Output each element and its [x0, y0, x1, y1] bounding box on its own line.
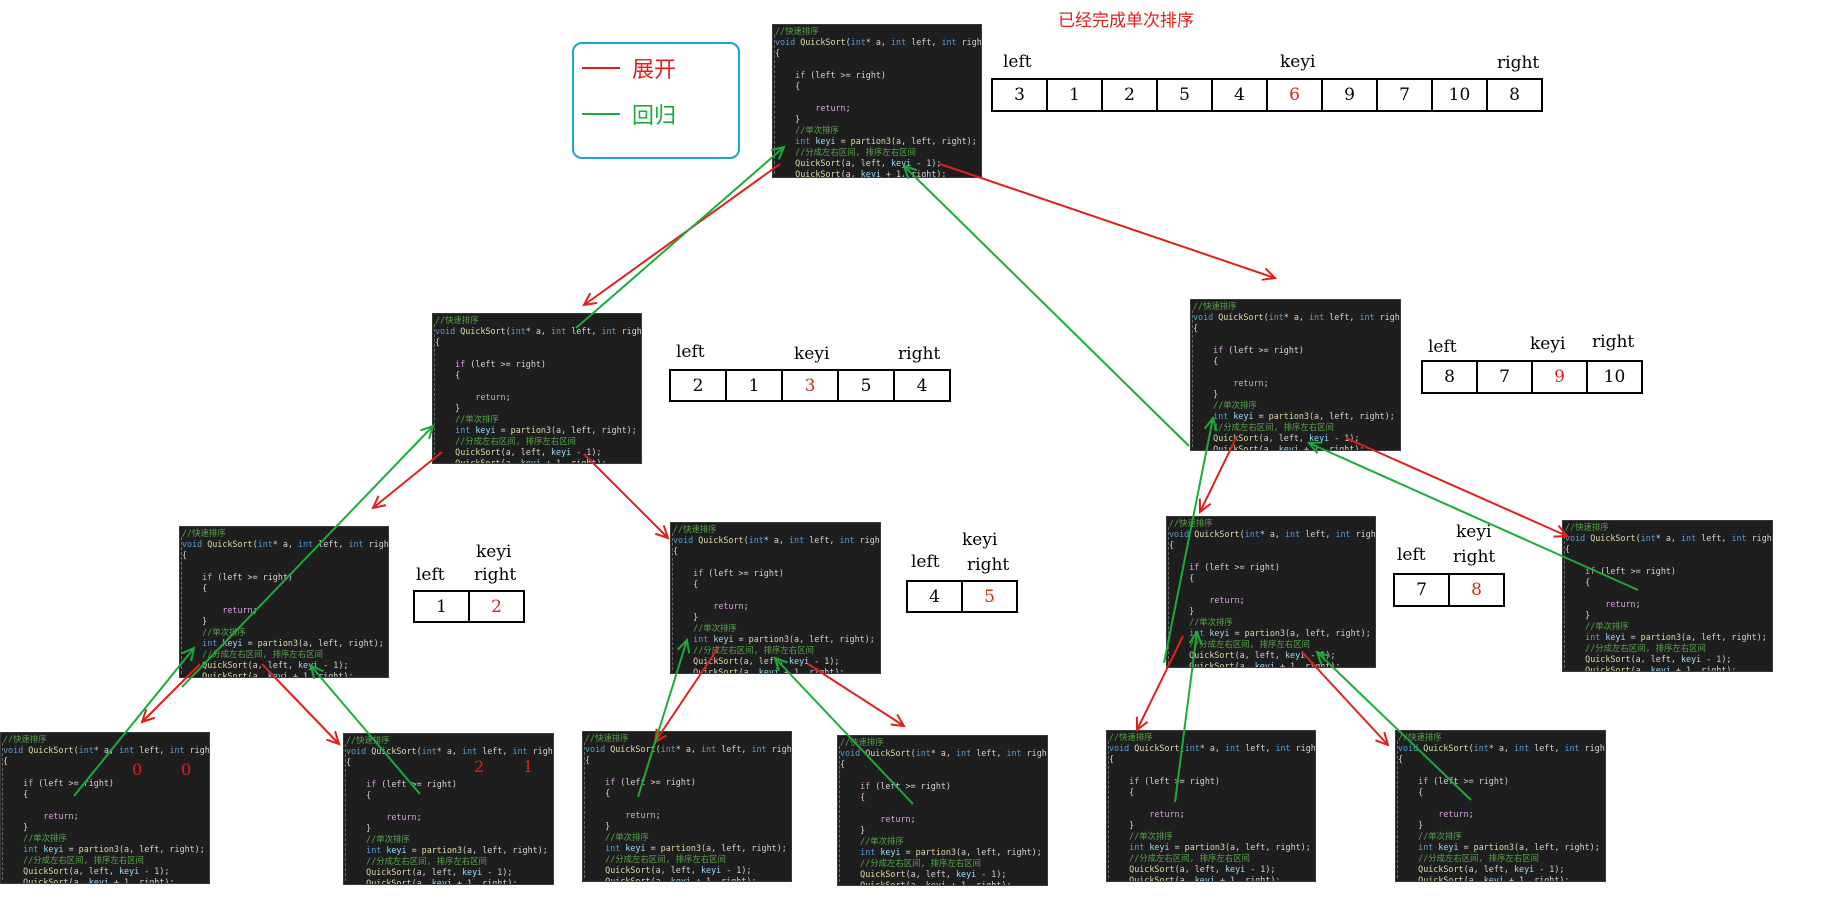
legend-return-label: 回归	[632, 104, 677, 129]
expand-arrow	[373, 451, 443, 508]
code-block-right: //快速排序 void QuickSort(int* a, int left, …	[1190, 299, 1401, 451]
array-cell-pivot: 9	[1531, 360, 1588, 394]
expand-arrow	[1200, 437, 1237, 512]
array-cell: 4	[906, 580, 963, 613]
array-cell: 7	[1393, 573, 1450, 607]
return-arrow	[1317, 652, 1472, 801]
code-block-leaf-2: //快速排序 void QuickSort(int* a, int left, …	[343, 733, 554, 885]
array-cell: 2	[1101, 78, 1158, 112]
ll-right-label: right	[474, 565, 517, 585]
ll-left-label: left	[416, 565, 445, 585]
return-arrow	[637, 640, 687, 798]
return-arrow	[73, 648, 194, 797]
legend-expand-line	[582, 67, 620, 69]
left-sub-array: 2 1 3 5 4	[669, 369, 951, 402]
expand-arrow	[1301, 651, 1388, 745]
leaf1-left-value: 0	[132, 760, 143, 779]
array-cell: 2	[669, 369, 727, 402]
array-cell: 5	[837, 369, 895, 402]
lr-left-label: left	[911, 552, 940, 572]
right-sub-left-label: left	[1428, 337, 1457, 357]
return-arrow	[181, 426, 433, 688]
array-cell-pivot: 3	[781, 369, 839, 402]
return-arrow	[1309, 443, 1639, 591]
array-cell: 1	[413, 590, 470, 623]
left-sub-keyi-label: keyi	[794, 344, 830, 364]
root-keyi-label: keyi	[1280, 52, 1316, 72]
expand-arrow	[261, 663, 339, 744]
expand-arrow	[1345, 437, 1567, 536]
code-block-right-left: //快速排序 void QuickSort(int* a, int left, …	[1166, 516, 1376, 668]
code-block-left: //快速排序 void QuickSort(int* a, int left, …	[432, 313, 642, 464]
return-arrow	[311, 666, 421, 795]
array-cell-pivot: 2	[468, 590, 525, 623]
array-cell-pivot: 5	[961, 580, 1018, 613]
return-arrow	[904, 166, 1190, 447]
rl-array: 7 8	[1393, 573, 1505, 607]
array-cell: 1	[1046, 78, 1103, 112]
array-cell: 8	[1421, 360, 1478, 394]
array-cell: 1	[725, 369, 783, 402]
rl-keyi-label: keyi	[1456, 522, 1492, 542]
array-cell: 10	[1586, 360, 1643, 394]
code-block-leaf-5: //快速排序 void QuickSort(int* a, int left, …	[1106, 730, 1316, 882]
right-sub-keyi-label: keyi	[1530, 334, 1566, 354]
rl-left-label: left	[1397, 545, 1426, 565]
lr-array: 4 5	[906, 580, 1018, 613]
root-left-label: left	[1003, 52, 1032, 72]
code-block-right-right: //快速排序 void QuickSort(int* a, int left, …	[1562, 520, 1773, 672]
array-cell: 5	[1156, 78, 1213, 112]
array-cell: 7	[1476, 360, 1533, 394]
array-cell: 3	[991, 78, 1048, 112]
leaf2-right-value: 1	[523, 757, 534, 776]
ll-array: 1 2	[413, 590, 525, 623]
array-cell: 9	[1321, 78, 1378, 112]
left-sub-right-label: right	[898, 344, 941, 364]
return-arrow	[1163, 418, 1213, 664]
return-arrow	[1174, 632, 1197, 803]
code-block-leaf-1: //快速排序 void QuickSort(int* a, int left, …	[0, 732, 210, 884]
expand-arrow	[1137, 635, 1184, 730]
root-right-label: right	[1497, 53, 1540, 73]
expand-arrow	[939, 163, 1275, 278]
expand-arrow	[807, 663, 904, 726]
expand-arrow	[142, 663, 201, 722]
array-cell-pivot: 8	[1448, 573, 1505, 607]
rl-right-label: right	[1453, 547, 1496, 567]
array-cell: 4	[893, 369, 951, 402]
array-cell: 4	[1211, 78, 1268, 112]
right-sub-right-label: right	[1592, 332, 1635, 352]
root-array: 3 1 2 5 4 6 9 7 10 8	[991, 78, 1543, 112]
expand-arrow	[655, 647, 719, 742]
leaf1-right-value: 0	[181, 760, 192, 779]
legend-box: 展开 回归	[572, 42, 740, 159]
expand-arrow	[583, 453, 668, 538]
array-cell: 8	[1486, 78, 1543, 112]
left-sub-left-label: left	[676, 342, 705, 362]
leaf2-left-value: 2	[474, 757, 485, 776]
right-sub-array: 8 7 9 10	[1421, 360, 1643, 394]
array-cell: 7	[1376, 78, 1433, 112]
code-block-left-left: //快速排序 void QuickSort(int* a, int left, …	[179, 526, 389, 678]
code-block-left-right: //快速排序 void QuickSort(int* a, int left, …	[670, 522, 881, 674]
lr-keyi-label: keyi	[962, 530, 998, 550]
diagram-title: 已经完成单次排序	[1058, 11, 1194, 31]
code-block-leaf-3: //快速排序 void QuickSort(int* a, int left, …	[582, 731, 792, 882]
code-block-root: //快速排序 void QuickSort(int* a, int left, …	[772, 24, 982, 178]
ll-keyi-label: keyi	[476, 542, 512, 562]
lr-right-label: right	[967, 555, 1010, 575]
array-cell: 10	[1431, 78, 1488, 112]
array-cell-pivot: 6	[1266, 78, 1323, 112]
return-arrow	[775, 658, 914, 805]
code-block-leaf-6: //快速排序 void QuickSort(int* a, int left, …	[1395, 730, 1606, 882]
legend-expand-label: 展开	[632, 58, 677, 83]
legend-return-line	[582, 113, 620, 115]
return-arrow	[575, 147, 784, 329]
